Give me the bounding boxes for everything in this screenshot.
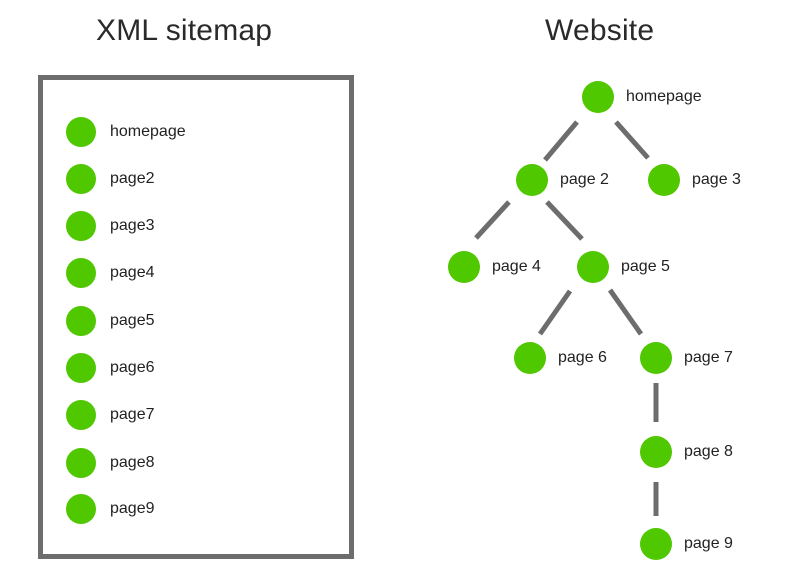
node-dot-icon (648, 164, 680, 196)
sitemap-item-homepage: homepage (66, 116, 186, 148)
tree-node-label: homepage (626, 88, 702, 105)
node-dot-icon (640, 436, 672, 468)
sitemap-item-label: page4 (110, 264, 155, 281)
sitemap-item-label: page6 (110, 359, 155, 376)
xml-sitemap-box: homepage page2 page3 page4 page5 page6 p… (38, 75, 354, 559)
node-dot-icon (66, 353, 96, 383)
node-dot-icon (640, 528, 672, 560)
tree-node-page9: page 9 (640, 528, 733, 560)
tree-node-homepage: homepage (582, 81, 702, 113)
node-dot-icon (66, 211, 96, 241)
connector-page2-page5 (545, 200, 584, 241)
node-dot-icon (582, 81, 614, 113)
sitemap-item-label: page5 (110, 312, 155, 329)
node-dot-icon (448, 251, 480, 283)
sitemap-item-page9: page9 (66, 493, 155, 525)
sitemap-item-label: page2 (110, 170, 155, 187)
sitemap-item-page5: page5 (66, 305, 155, 337)
node-dot-icon (514, 342, 546, 374)
connector-page2-page4 (474, 200, 511, 240)
tree-node-page6: page 6 (514, 342, 607, 374)
tree-node-label: page 4 (492, 258, 541, 275)
tree-node-page3: page 3 (648, 164, 741, 196)
node-dot-icon (66, 164, 96, 194)
sitemap-item-page4: page4 (66, 257, 155, 289)
node-dot-icon (640, 342, 672, 374)
sitemap-item-page2: page2 (66, 163, 155, 195)
tree-node-label: page 2 (560, 171, 609, 188)
sitemap-item-label: page3 (110, 217, 155, 234)
connector-homepage-page3 (614, 120, 650, 160)
sitemap-item-label: page9 (110, 500, 155, 517)
sitemap-item-label: page8 (110, 454, 155, 471)
node-dot-icon (66, 306, 96, 336)
node-dot-icon (66, 448, 96, 478)
node-dot-icon (577, 251, 609, 283)
tree-node-label: page 7 (684, 349, 733, 366)
node-dot-icon (66, 258, 96, 288)
tree-node-label: page 8 (684, 443, 733, 460)
sitemap-item-page6: page6 (66, 352, 155, 384)
node-dot-icon (66, 400, 96, 430)
tree-node-label: page 9 (684, 535, 733, 552)
node-dot-icon (516, 164, 548, 196)
node-dot-icon (66, 117, 96, 147)
sitemap-item-page7: page7 (66, 399, 155, 431)
tree-node-page7: page 7 (640, 342, 733, 374)
tree-node-label: page 3 (692, 171, 741, 188)
node-dot-icon (66, 494, 96, 524)
tree-node-page5: page 5 (577, 251, 670, 283)
tree-node-label: page 6 (558, 349, 607, 366)
website-title: Website (545, 14, 655, 47)
xml-sitemap-title: XML sitemap (96, 14, 273, 47)
sitemap-item-page3: page3 (66, 210, 155, 242)
tree-node-page4: page 4 (448, 251, 541, 283)
tree-node-page2: page 2 (516, 164, 609, 196)
tree-node-page8: page 8 (640, 436, 733, 468)
sitemap-item-label: page7 (110, 406, 155, 423)
tree-node-label: page 5 (621, 258, 670, 275)
connector-page5-page6 (537, 289, 573, 336)
connector-page5-page7 (607, 288, 644, 336)
connector-homepage-page2 (543, 120, 579, 162)
sitemap-item-page8: page8 (66, 447, 155, 479)
sitemap-item-label: homepage (110, 123, 186, 140)
